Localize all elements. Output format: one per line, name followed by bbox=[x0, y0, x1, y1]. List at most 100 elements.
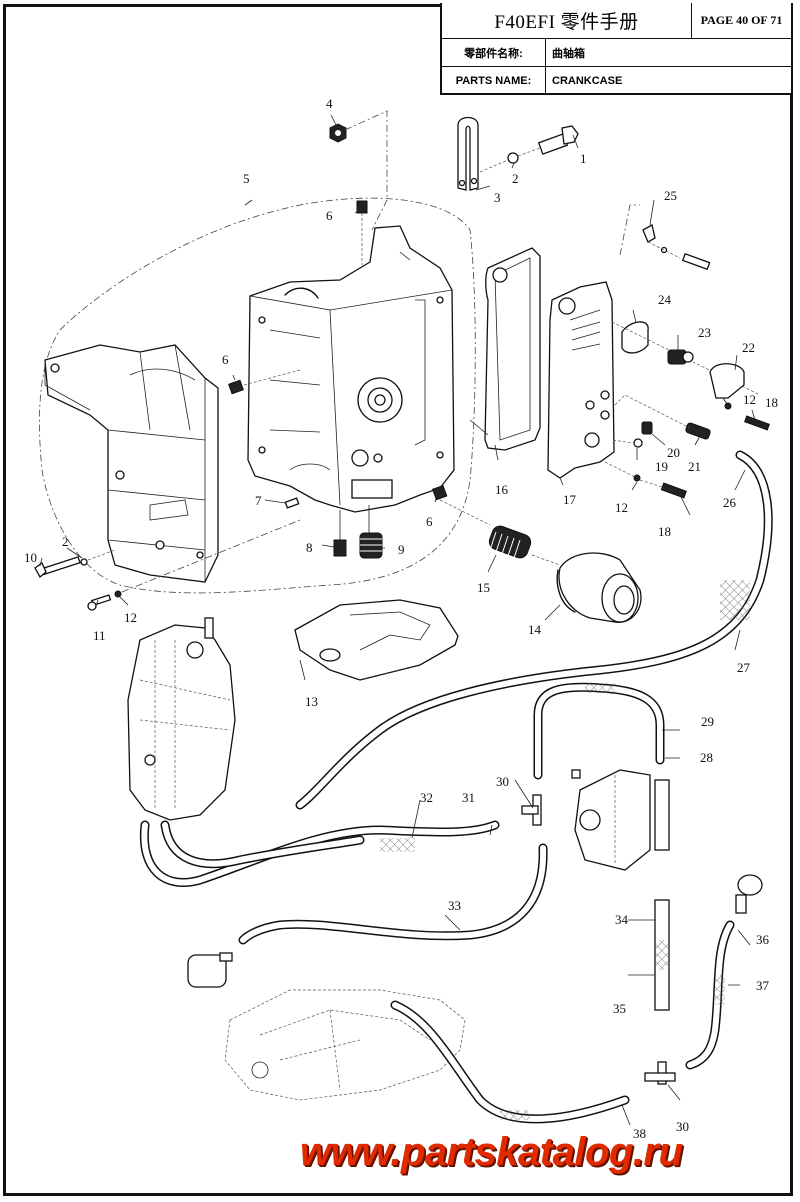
callout-4: 4 bbox=[326, 96, 333, 111]
callout-18-right: 18 bbox=[765, 395, 778, 410]
callout-38: 38 bbox=[633, 1126, 646, 1141]
callout-14: 14 bbox=[528, 622, 542, 637]
part-1-bolt bbox=[537, 125, 579, 155]
crankcase-left-half bbox=[44, 344, 219, 583]
hose-27-braid bbox=[720, 580, 750, 620]
callout-33: 33 bbox=[448, 898, 461, 913]
callout-2-left: 2 bbox=[62, 534, 69, 549]
callout-25: 25 bbox=[664, 188, 677, 203]
callout-30-lower: 30 bbox=[676, 1119, 689, 1134]
part-9-plug bbox=[359, 532, 383, 559]
callout-32: 32 bbox=[420, 790, 433, 805]
part-6-plug-right bbox=[432, 484, 448, 501]
part-12-washer-center bbox=[633, 474, 641, 482]
callout-9: 9 bbox=[398, 542, 405, 557]
callout-36: 36 bbox=[756, 932, 770, 947]
part-8-plug bbox=[333, 539, 347, 557]
part-30-tee-lower bbox=[644, 1061, 676, 1085]
callout-3: 3 bbox=[494, 190, 501, 205]
part-12-washer-right bbox=[724, 402, 732, 410]
callout-17: 17 bbox=[563, 492, 577, 507]
callout-13: 13 bbox=[305, 694, 318, 709]
part-11-screw bbox=[87, 594, 112, 611]
part-33-hose bbox=[238, 843, 548, 945]
part-32-hose bbox=[139, 820, 500, 888]
leader-lines bbox=[39, 114, 756, 1126]
part-12-washer-left bbox=[114, 590, 122, 598]
part-3-bracket bbox=[457, 116, 479, 191]
callout-12-center: 12 bbox=[615, 500, 628, 515]
callout-10: 10 bbox=[24, 550, 37, 565]
part-15-spring bbox=[488, 525, 532, 559]
title-block: F40EFI 零件手册 PAGE 40 OF 71 零部件名称: 曲轴箱 PAR… bbox=[440, 3, 793, 95]
catalog-title: F40EFI 零件手册 bbox=[442, 3, 692, 38]
hose-37-braid bbox=[715, 975, 725, 1005]
part-7-pin bbox=[284, 497, 300, 509]
lower-engine-plate bbox=[224, 989, 466, 1101]
part-2-washer bbox=[507, 152, 519, 164]
en-part-name-label: PARTS NAME: bbox=[442, 67, 546, 95]
assembly-boundary-5 bbox=[39, 197, 476, 594]
fuel-connector bbox=[735, 874, 763, 914]
callout-8: 8 bbox=[306, 540, 313, 555]
part-13-gasket bbox=[294, 599, 459, 681]
callout-26: 26 bbox=[723, 495, 737, 510]
hose-32-braid bbox=[380, 838, 415, 852]
part-35-filter-hose bbox=[654, 899, 670, 1011]
fuel-connector-left bbox=[187, 952, 233, 988]
callout-6-right: 6 bbox=[426, 514, 433, 529]
part-22-thermostat-cover bbox=[709, 363, 745, 399]
callout-22: 22 bbox=[742, 340, 755, 355]
callout-19: 19 bbox=[655, 459, 668, 474]
callout-2: 2 bbox=[512, 171, 519, 186]
callout-21: 21 bbox=[688, 459, 701, 474]
callout-18-center: 18 bbox=[658, 524, 671, 539]
part-19-washer bbox=[633, 438, 643, 448]
part-25-clip bbox=[642, 224, 656, 243]
crankcase-main-block bbox=[247, 225, 455, 513]
part-37-hose bbox=[685, 920, 735, 1070]
part-14-oil-filter bbox=[556, 552, 642, 623]
part-30-tee-upper bbox=[521, 794, 542, 826]
hose-38-braid bbox=[500, 1110, 530, 1120]
callout-20: 20 bbox=[667, 445, 680, 460]
oil-tank bbox=[127, 617, 236, 821]
watermark-url: www.partskatalog.ru bbox=[300, 1130, 683, 1174]
callout-16: 16 bbox=[495, 482, 509, 497]
callout-27: 27 bbox=[737, 660, 751, 675]
callout-1: 1 bbox=[580, 151, 587, 166]
callout-37: 37 bbox=[756, 978, 770, 993]
callout-15: 15 bbox=[477, 580, 490, 595]
part-27-hose bbox=[295, 450, 773, 810]
callout-6-top: 6 bbox=[326, 208, 333, 223]
part-18-bolt-center bbox=[660, 482, 687, 499]
callout-34: 34 bbox=[615, 912, 629, 927]
hose-29-braid bbox=[585, 683, 615, 693]
callout-31: 31 bbox=[462, 790, 475, 805]
cn-part-name-label: 零部件名称: bbox=[442, 39, 546, 66]
part-6-plug-left bbox=[228, 379, 244, 395]
callout-6-left: 6 bbox=[222, 352, 229, 367]
callout-7: 7 bbox=[255, 493, 262, 508]
part-2-washer-left bbox=[80, 558, 88, 566]
cn-part-name-value: 曲轴箱 bbox=[552, 47, 585, 60]
part-18-bolt-right bbox=[744, 415, 770, 431]
callout-12-left: 12 bbox=[124, 610, 137, 625]
callout-12-right: 12 bbox=[743, 392, 756, 407]
callout-11: 11 bbox=[93, 628, 106, 643]
callouts: 1 2 3 4 5 6 6 6 7 8 9 10 2 11 12 13 14 1… bbox=[24, 96, 778, 1141]
part-21-fitting bbox=[685, 422, 711, 440]
part-23-thermostat bbox=[667, 349, 694, 365]
callout-30-upper: 30 bbox=[496, 774, 509, 789]
callout-35: 35 bbox=[613, 1001, 626, 1016]
part-10-bolt bbox=[34, 556, 81, 579]
page-indicator: PAGE 40 OF 71 bbox=[700, 13, 783, 27]
part-38-hose bbox=[390, 1000, 630, 1124]
part-25-bolt bbox=[681, 252, 711, 271]
callout-29: 29 bbox=[701, 714, 714, 729]
callout-5: 5 bbox=[243, 171, 250, 186]
part-24-gasket bbox=[621, 321, 649, 354]
part-17-cover bbox=[547, 281, 615, 479]
callout-28: 28 bbox=[700, 750, 713, 765]
